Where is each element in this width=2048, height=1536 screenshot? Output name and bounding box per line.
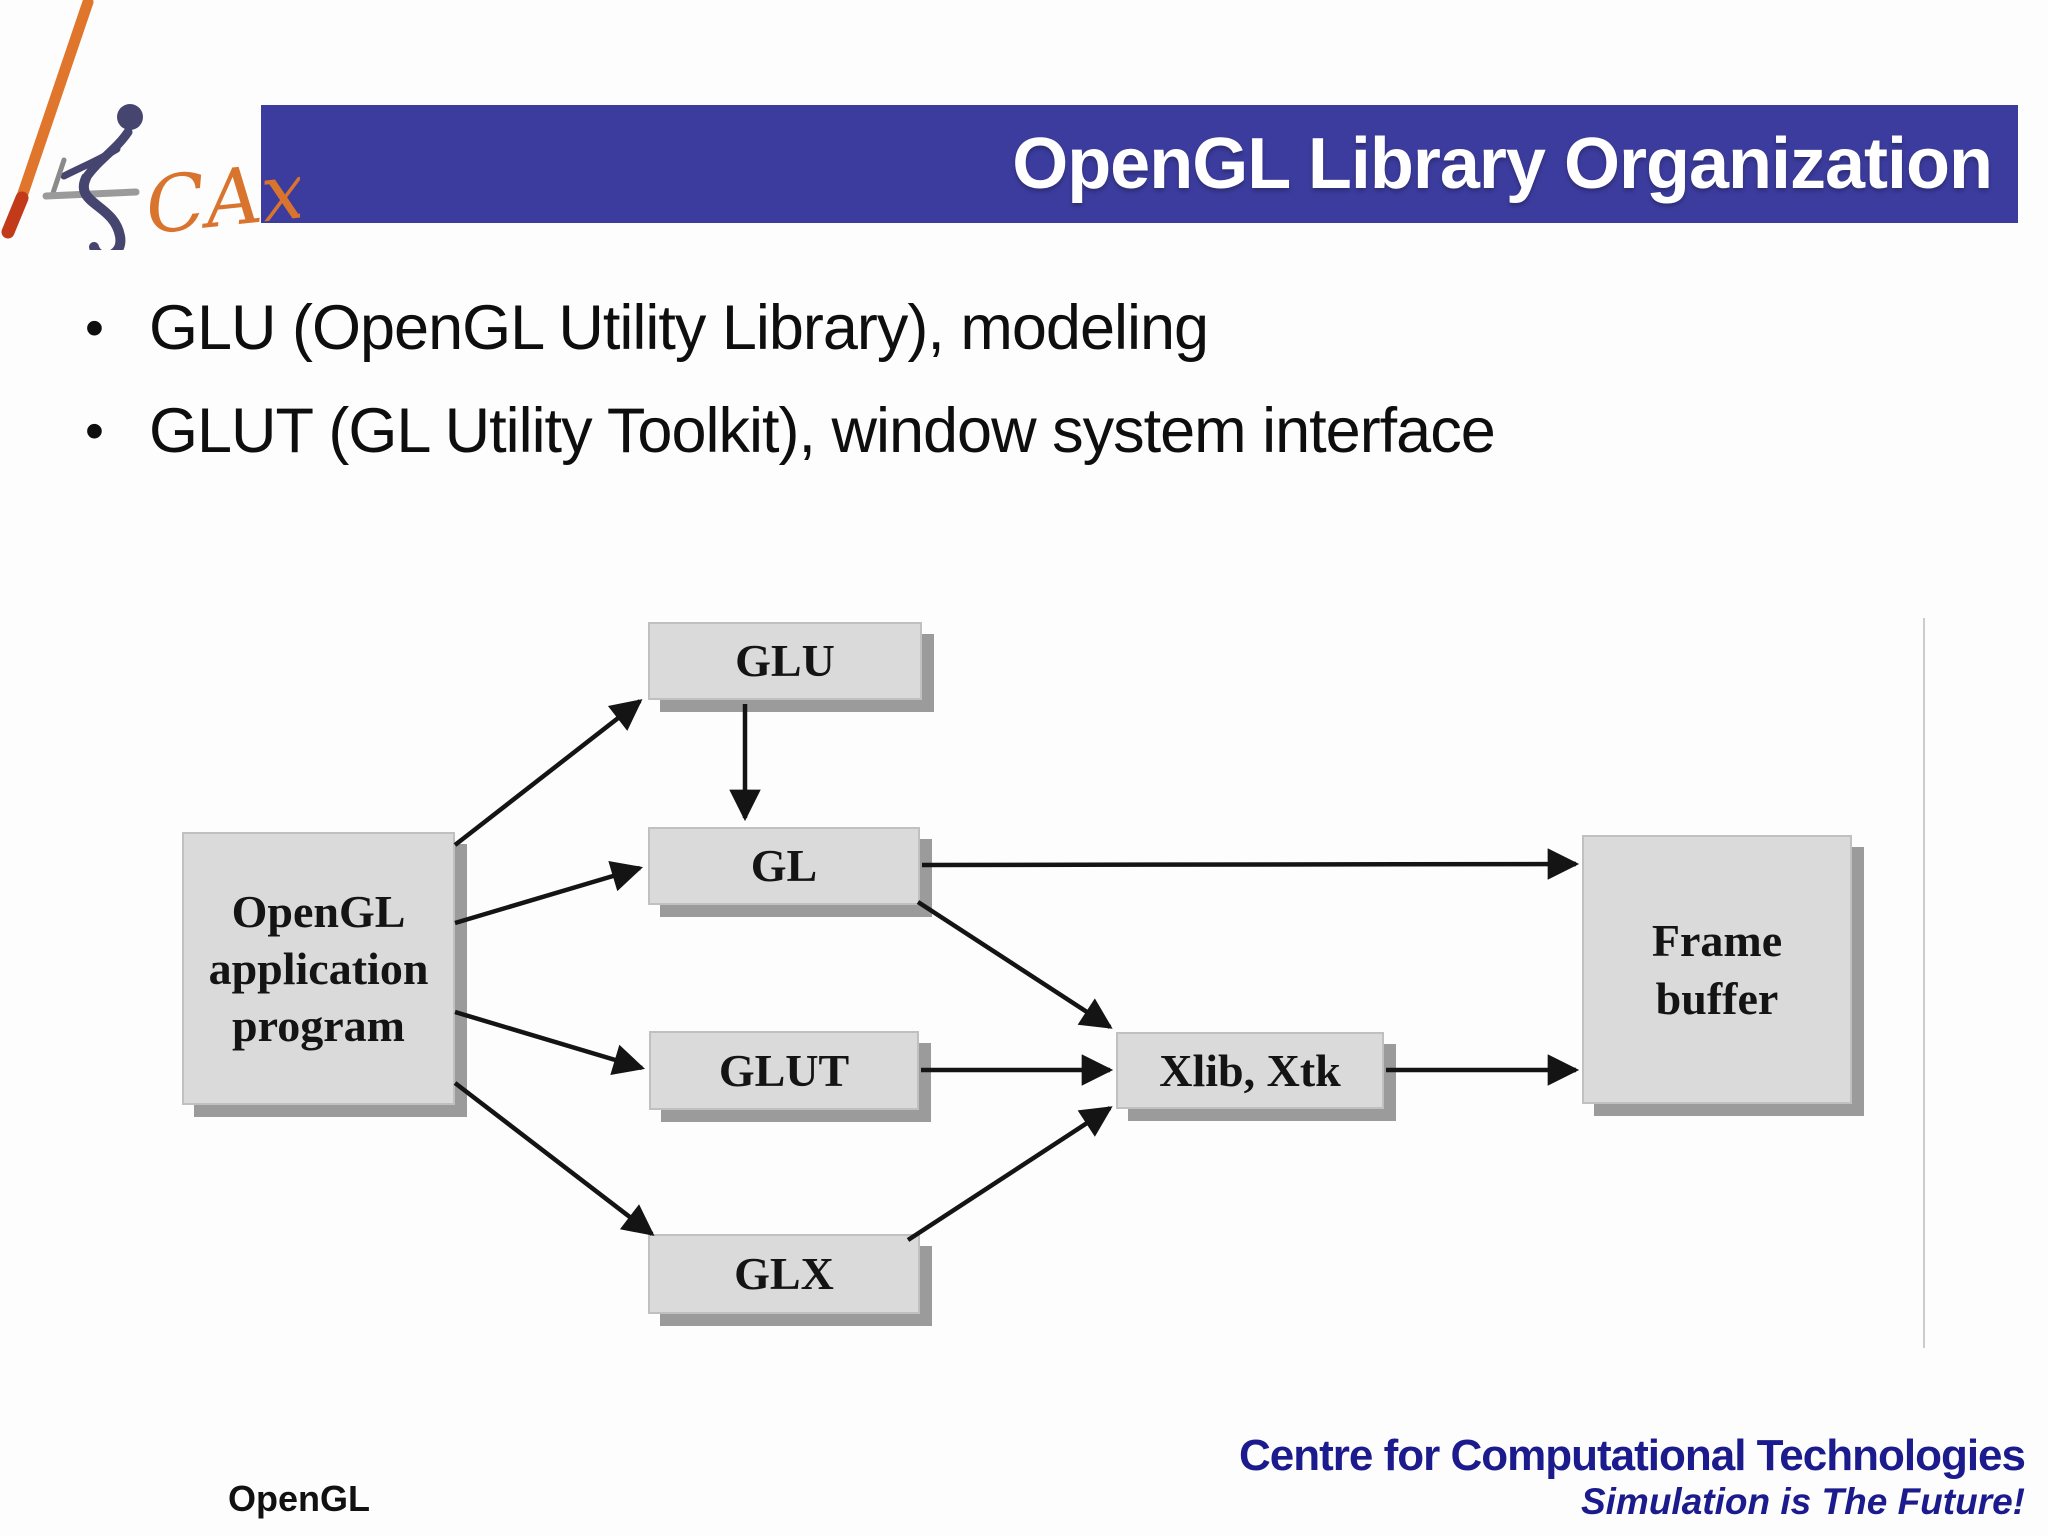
node-glut: GLUT bbox=[649, 1031, 919, 1110]
bullet-marker: • bbox=[85, 401, 104, 461]
node-app-line1: OpenGL bbox=[231, 885, 406, 937]
edge-app-to-gl bbox=[454, 860, 644, 926]
footer-org-block: Centre for Computational Technologies Si… bbox=[1238, 1431, 2026, 1524]
node-gl: GL bbox=[648, 827, 920, 905]
logo-brush-tip bbox=[1, 191, 29, 239]
footer-tagline: Simulation is The Future! bbox=[1580, 1481, 2025, 1522]
logo-laptop-screen bbox=[50, 157, 67, 196]
node-opengl-application-program: OpenGL application program bbox=[182, 832, 455, 1105]
logo-text: CAx bbox=[141, 146, 300, 250]
cax-logo: CAx bbox=[1, 0, 300, 250]
node-fb-line2: buffer bbox=[1655, 972, 1779, 1024]
node-glut-label: GLUT bbox=[718, 1044, 850, 1096]
bullet-item-glut: • GLUT (GL Utility Toolkit), window syst… bbox=[85, 391, 1496, 471]
node-glx: GLX bbox=[648, 1234, 920, 1314]
node-gl-label: GL bbox=[750, 840, 818, 892]
logo-person-head bbox=[117, 104, 143, 130]
node-glu-label: GLU bbox=[735, 635, 835, 687]
edge-app-to-glx bbox=[453, 1081, 655, 1236]
logo-person-arm bbox=[60, 145, 121, 180]
edge-app-to-glu bbox=[453, 699, 643, 847]
node-xlib-xtk: Xlib, Xtk bbox=[1116, 1032, 1384, 1109]
footer-topic: OpenGL bbox=[228, 1478, 370, 1519]
node-glu: GLU bbox=[648, 622, 922, 700]
footer-organization: Centre for Computational Technologies bbox=[1238, 1431, 2026, 1480]
logo-person-legs bbox=[78, 173, 126, 250]
node-app-line2: application bbox=[208, 942, 429, 994]
node-frame-buffer: Frame buffer bbox=[1582, 835, 1852, 1104]
title-bar: OpenGL Library Organization bbox=[261, 105, 2018, 223]
bullet-item-glu: • GLU (OpenGL Utility Library), modeling bbox=[85, 288, 1209, 368]
edge-glx-to-xlib bbox=[906, 1106, 1113, 1242]
node-fb-line1: Frame bbox=[1651, 915, 1783, 967]
node-app-line3: program bbox=[232, 1000, 405, 1052]
bullet-text-glut: GLUT (GL Utility Toolkit), window system… bbox=[149, 396, 1496, 466]
node-xlib-label: Xlib, Xtk bbox=[1159, 1044, 1341, 1096]
bullet-marker: • bbox=[85, 298, 104, 358]
logo-brush-stroke bbox=[10, 0, 94, 220]
edge-gl-to-xlib bbox=[916, 900, 1113, 1029]
edge-gl-to-framebuffer bbox=[921, 848, 1580, 880]
page-title: OpenGL Library Organization bbox=[1012, 124, 1993, 204]
bullet-text-glu: GLU (OpenGL Utility Library), modeling bbox=[149, 293, 1209, 363]
node-glx-label: GLX bbox=[734, 1248, 834, 1300]
edge-app-to-glut bbox=[454, 1009, 646, 1075]
